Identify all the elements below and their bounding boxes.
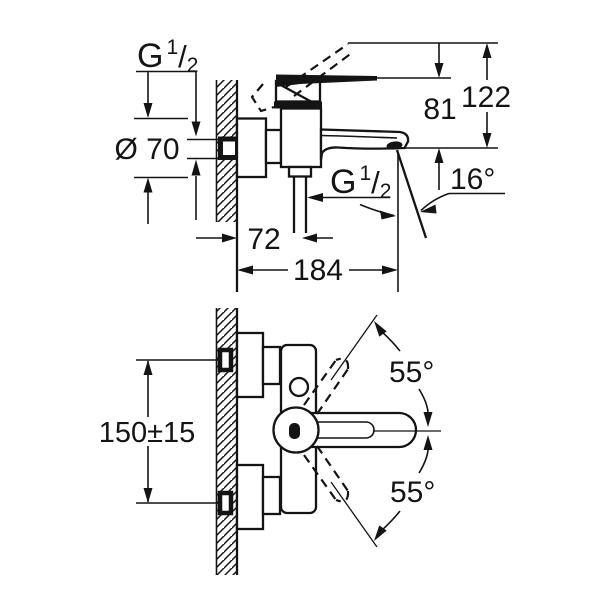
escutcheon-side	[235, 117, 268, 179]
height-81-label: 81	[423, 93, 456, 126]
swing-upper-label: 55°	[389, 356, 434, 389]
swing-lower-label: 55°	[390, 476, 435, 509]
side-view: G1/2 Ø 70 81 122 16° G1/2 72 184	[114, 36, 511, 292]
hub-slot	[289, 423, 300, 439]
aerator	[386, 141, 403, 150]
wall-union-square-upper	[217, 347, 234, 373]
mixer-body-side	[279, 107, 323, 169]
body-seam	[274, 101, 322, 109]
spout-top-inner-line	[320, 134, 398, 139]
outlet-step	[287, 165, 313, 178]
union-nut-lower-front	[261, 475, 282, 516]
union-nut-side	[264, 128, 283, 165]
dim-heights	[348, 42, 498, 190]
depth-184-label: 184	[293, 254, 343, 287]
height-122-label: 122	[461, 81, 511, 114]
dim-swing-upper	[330, 314, 433, 427]
dim-escutcheon-diameter	[134, 71, 188, 224]
handle-up-55-dashed	[303, 357, 350, 415]
handle-down-55-dashed	[303, 445, 350, 503]
depth-72-label: 72	[247, 223, 280, 256]
dim-connection-centers	[143, 360, 153, 503]
escutcheon-diameter-label: Ø 70	[114, 133, 179, 166]
dim-wall-thread	[136, 70, 219, 220]
handle-lever-inner-line	[306, 421, 375, 439]
front-view: 150±15 55° 55°	[99, 308, 441, 575]
spout-angle-label: 16°	[450, 163, 495, 196]
connection-centers-label: 150±15	[99, 417, 196, 449]
handle-lever-front	[311, 411, 418, 449]
union-nut-upper-front	[261, 345, 282, 386]
dim-outlet-thread	[307, 193, 390, 202]
dim-depths	[196, 233, 398, 275]
wall-union-square-lower	[217, 490, 234, 516]
escutcheon-upper-front	[235, 331, 265, 399]
handle-raised-dashed	[250, 43, 354, 113]
dim-spout-angle	[359, 149, 505, 292]
cartridge-screw	[288, 376, 310, 398]
dim-swing-lower	[330, 435, 433, 548]
escutcheon-lower-front	[235, 463, 265, 531]
wall-union-square-side	[218, 136, 240, 160]
